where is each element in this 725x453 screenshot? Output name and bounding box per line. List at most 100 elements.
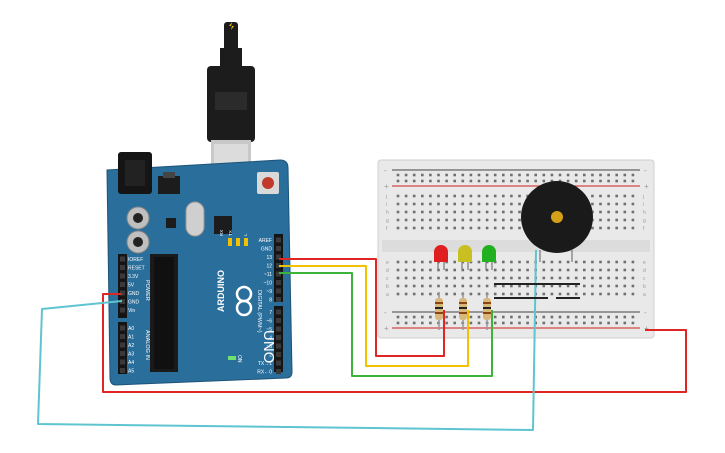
breadboard-hole[interactable] [615, 202, 618, 206]
resistor-1[interactable] [435, 292, 443, 330]
breadboard-hole[interactable] [429, 210, 432, 214]
breadboard-hole[interactable] [623, 292, 627, 296]
breadboard-hole[interactable] [493, 315, 497, 319]
breadboard-hole[interactable] [461, 194, 465, 198]
breadboard-hole[interactable] [631, 218, 635, 222]
breadboard-hole[interactable] [412, 276, 416, 280]
breadboard-hole[interactable] [412, 202, 416, 206]
breadboard-hole[interactable] [607, 315, 610, 319]
breadboard-hole[interactable] [453, 218, 456, 222]
wire-red-pin13[interactable] [279, 258, 445, 357]
breadboard-hole[interactable] [421, 173, 424, 177]
breadboard-hole[interactable] [412, 218, 416, 222]
breadboard-hole[interactable] [623, 226, 627, 230]
breadboard-hole[interactable] [429, 268, 432, 272]
breadboard-hole[interactable] [591, 292, 594, 296]
breadboard-hole[interactable] [631, 260, 635, 264]
breadboard-hole[interactable] [558, 292, 562, 296]
breadboard-hole[interactable] [631, 173, 635, 177]
breadboard-hole[interactable] [526, 194, 529, 198]
breadboard-hole[interactable] [583, 173, 586, 177]
breadboard-hole[interactable] [615, 179, 618, 183]
breadboard-hole[interactable] [550, 276, 554, 280]
breadboard-hole[interactable] [599, 315, 602, 319]
breadboard-hole[interactable] [429, 292, 432, 296]
breadboard-hole[interactable] [510, 218, 513, 222]
breadboard-hole[interactable] [599, 194, 602, 198]
breadboard-hole[interactable] [623, 173, 627, 177]
breadboard-hole[interactable] [599, 268, 602, 272]
breadboard-hole[interactable] [518, 218, 521, 222]
breadboard-hole[interactable] [461, 202, 465, 206]
breadboard-hole[interactable] [502, 210, 505, 214]
breadboard-hole[interactable] [583, 268, 586, 272]
breadboard-hole[interactable] [453, 194, 456, 198]
breadboard-hole[interactable] [421, 218, 424, 222]
breadboard-hole[interactable] [412, 268, 416, 272]
breadboard-hole[interactable] [461, 173, 465, 177]
breadboard-hole[interactable] [412, 173, 416, 177]
breadboard-hole[interactable] [453, 315, 456, 319]
breadboard-hole[interactable] [591, 321, 594, 325]
breadboard-hole[interactable] [445, 218, 448, 222]
breadboard-hole[interactable] [558, 260, 562, 264]
breadboard-hole[interactable] [445, 276, 448, 280]
pin-socket[interactable] [276, 343, 281, 349]
pin-socket[interactable] [120, 265, 125, 270]
breadboard-hole[interactable] [526, 268, 529, 272]
breadboard-hole[interactable] [453, 202, 456, 206]
breadboard-hole[interactable] [453, 292, 456, 296]
breadboard-hole[interactable] [437, 284, 440, 288]
breadboard-hole[interactable] [518, 284, 521, 288]
breadboard-hole[interactable] [485, 284, 489, 288]
breadboard-hole[interactable] [615, 284, 618, 288]
breadboard-hole[interactable] [445, 284, 448, 288]
breadboard-hole[interactable] [607, 268, 610, 272]
breadboard-hole[interactable] [461, 284, 465, 288]
breadboard-hole[interactable] [477, 173, 481, 177]
breadboard-hole[interactable] [485, 179, 489, 183]
breadboard-hole[interactable] [421, 292, 424, 296]
breadboard-hole[interactable] [510, 268, 513, 272]
breadboard-hole[interactable] [566, 173, 570, 177]
breadboard-hole[interactable] [502, 292, 505, 296]
breadboard-hole[interactable] [445, 321, 448, 325]
breadboard-hole[interactable] [623, 321, 627, 325]
breadboard-hole[interactable] [502, 173, 505, 177]
breadboard-hole[interactable] [477, 260, 481, 264]
breadboard-hole[interactable] [526, 276, 529, 280]
breadboard-hole[interactable] [404, 202, 408, 206]
breadboard-hole[interactable] [599, 210, 602, 214]
breadboard-hole[interactable] [421, 226, 424, 230]
breadboard-hole[interactable] [485, 218, 489, 222]
breadboard-hole[interactable] [445, 194, 448, 198]
breadboard-hole[interactable] [396, 202, 400, 206]
breadboard-hole[interactable] [574, 292, 578, 296]
pin-socket[interactable] [276, 280, 281, 285]
breadboard-hole[interactable] [404, 194, 408, 198]
breadboard-hole[interactable] [469, 292, 473, 296]
breadboard-hole[interactable] [599, 276, 602, 280]
breadboard-hole[interactable] [518, 210, 521, 214]
breadboard-hole[interactable] [591, 202, 594, 206]
pin-socket[interactable] [120, 256, 125, 262]
breadboard-hole[interactable] [412, 210, 416, 214]
led-yellow[interactable] [458, 245, 472, 270]
breadboard-hole[interactable] [412, 194, 416, 198]
pin-socket[interactable] [276, 288, 281, 294]
breadboard-hole[interactable] [502, 179, 505, 183]
breadboard-hole[interactable] [566, 260, 570, 264]
breadboard-hole[interactable] [502, 321, 505, 325]
breadboard-hole[interactable] [477, 179, 481, 183]
breadboard-hole[interactable] [453, 268, 456, 272]
breadboard-hole[interactable] [615, 226, 618, 230]
breadboard-hole[interactable] [396, 284, 400, 288]
breadboard-hole[interactable] [599, 292, 602, 296]
breadboard-hole[interactable] [566, 315, 570, 319]
breadboard-hole[interactable] [510, 202, 513, 206]
breadboard-hole[interactable] [502, 260, 505, 264]
breadboard-hole[interactable] [461, 179, 465, 183]
breadboard-hole[interactable] [437, 202, 440, 206]
breadboard-hole[interactable] [623, 268, 627, 272]
